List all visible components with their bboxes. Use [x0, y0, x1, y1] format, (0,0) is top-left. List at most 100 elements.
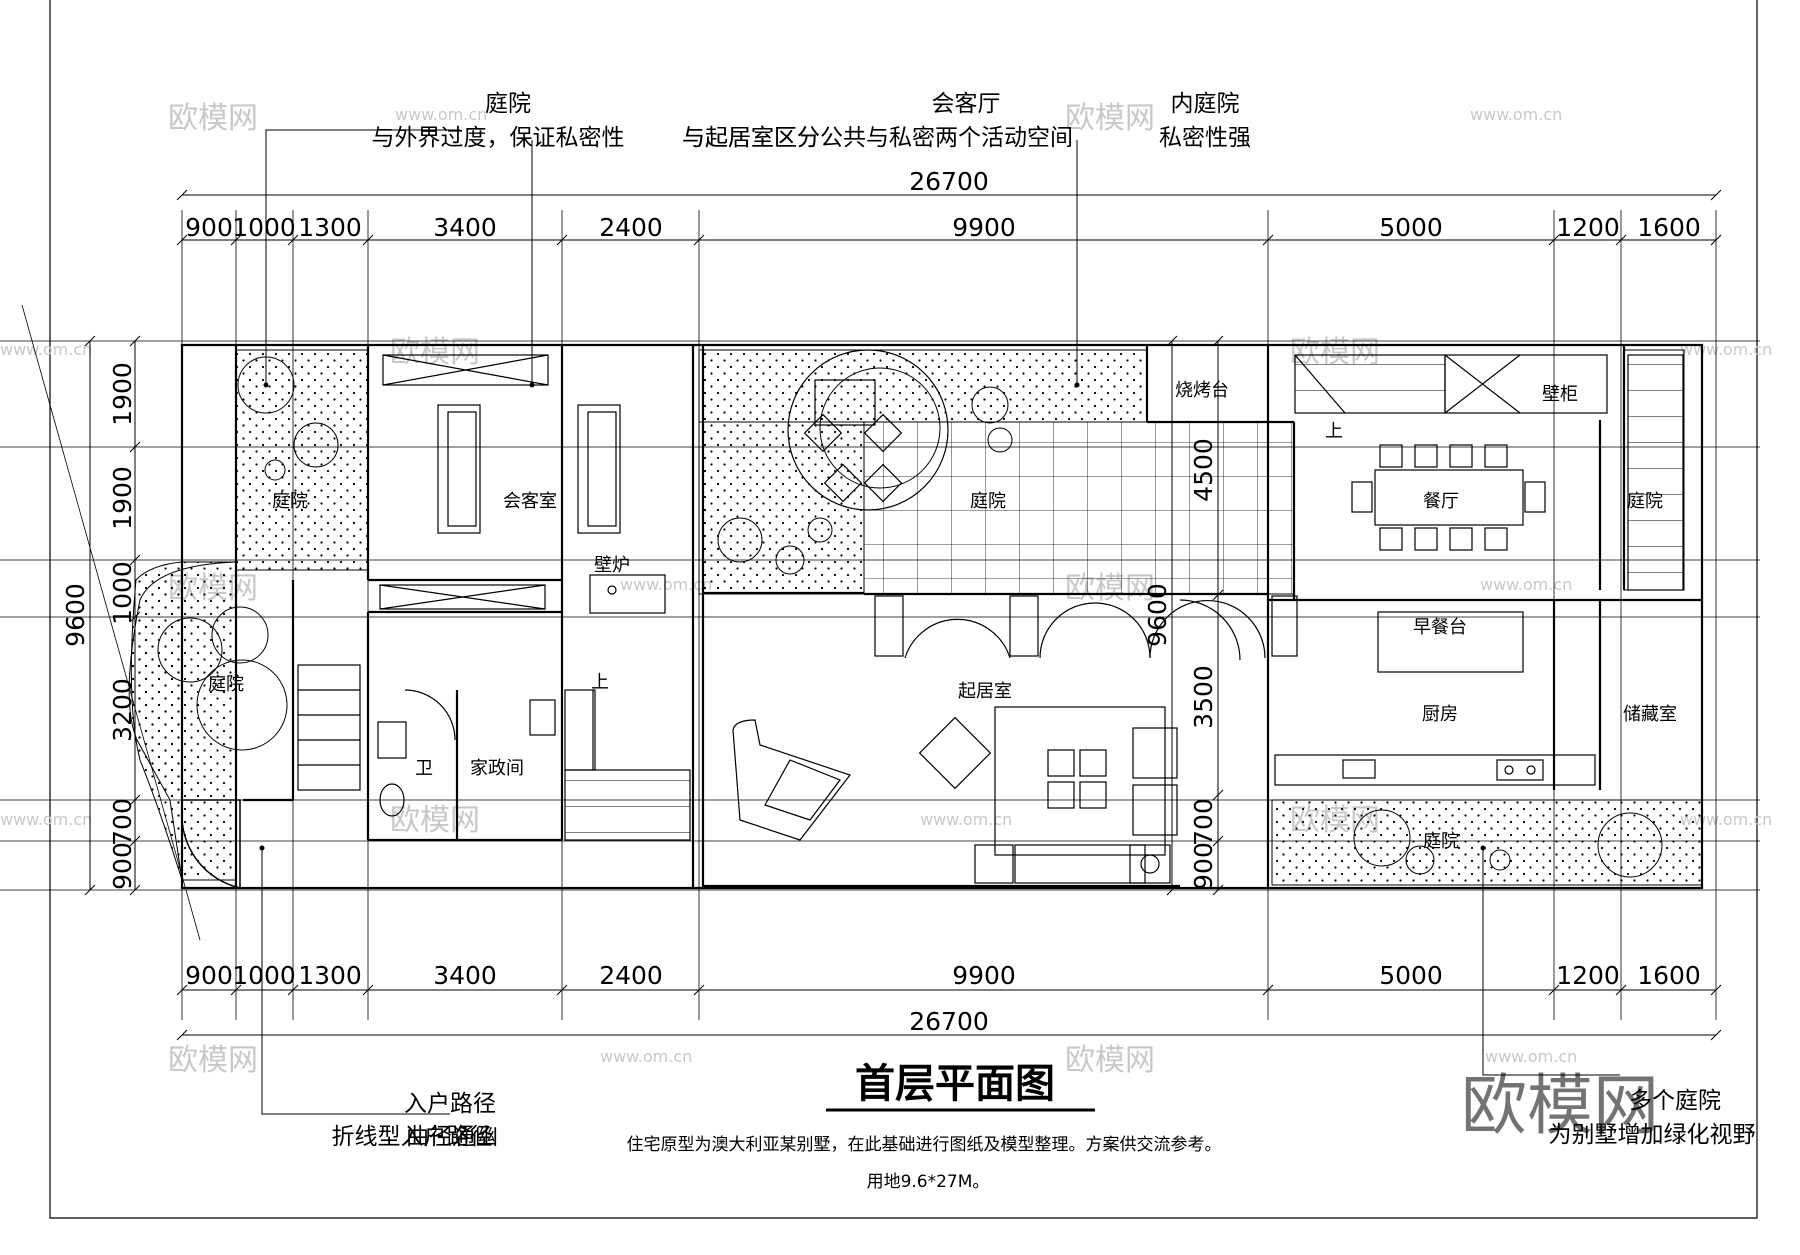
fireplace-block — [379, 574, 666, 614]
svg-text:1200: 1200 — [1556, 213, 1620, 242]
left-stair — [297, 664, 691, 841]
callout-multi-desc: 为别墅增加绿化视野 — [1549, 1122, 1756, 1148]
svg-text:1900: 1900 — [108, 466, 137, 530]
room-label-toilet: 卫 — [415, 758, 433, 779]
title-block: 首层平面图 住宅原型为澳大利亚某别墅，在此基础进行图纸及模型整理。方案供交流参考… — [627, 1061, 1222, 1192]
top-dimension-labels: 26700 900 1000 1300 3400 2400 9900 5000 … — [185, 167, 1701, 242]
callout-reception-title: 会客厅 — [932, 91, 1001, 117]
room-label-garden-right: 庭院 — [1627, 491, 1663, 512]
room-label-kitchen: 厨房 — [1422, 704, 1458, 725]
left-dimension-labels: 9600 1900 1900 1000 3200 700 900 — [61, 362, 137, 890]
room-label-breakfast: 早餐台 — [1413, 617, 1467, 638]
brand-watermark-logo: 欧模网 — [1461, 1067, 1659, 1144]
svg-text:www.om.cn: www.om.cn — [1680, 340, 1772, 359]
svg-text:欧模网: 欧模网 — [168, 1043, 258, 1078]
svg-text:1200: 1200 — [1556, 961, 1620, 990]
callout-entry-title: 入户路径 — [404, 1091, 496, 1117]
callout-entry-overlap: 曲径通幽 — [406, 1124, 498, 1150]
svg-text:www.om.cn: www.om.cn — [1485, 1047, 1577, 1066]
svg-text:2400: 2400 — [599, 961, 663, 990]
room-label-living: 起居室 — [958, 681, 1012, 702]
svg-text:700: 700 — [108, 798, 137, 846]
svg-text:900: 900 — [1189, 842, 1218, 890]
svg-text:www.om.cn: www.om.cn — [1480, 575, 1572, 594]
living-room-furniture — [732, 706, 1178, 884]
site-size: 用地9.6*27M。 — [867, 1172, 990, 1192]
svg-text:www.om.cn: www.om.cn — [1470, 105, 1562, 124]
svg-text:3500: 3500 — [1189, 665, 1218, 729]
svg-text:1000: 1000 — [108, 561, 137, 625]
svg-text:www.om.cn: www.om.cn — [0, 340, 92, 359]
right-stair — [1294, 354, 1684, 591]
svg-text:1900: 1900 — [108, 362, 137, 426]
room-label-garden-center: 庭院 — [970, 491, 1006, 512]
callout-annotations: 庭院 与外界过度，保证私密性 会客厅 与起居室区分公共与私密两个活动空间 与起居… — [332, 91, 1756, 1150]
svg-text:3400: 3400 — [433, 961, 497, 990]
reception-sofas — [382, 354, 621, 534]
page-title: 首层平面图 — [855, 1061, 1055, 1107]
room-labels: 庭院 会客室 壁炉 庭院 卫 家政间 上 庭院 烧烤台 起居室 壁柜 上 餐厅 … — [208, 380, 1677, 852]
room-label-garden-bottom-right: 庭院 — [1423, 831, 1459, 852]
room-label-housekeeping: 家政间 — [470, 758, 524, 779]
room-label-up-left: 上 — [591, 672, 609, 693]
svg-text:3400: 3400 — [433, 213, 497, 242]
svg-text:1600: 1600 — [1637, 213, 1701, 242]
axis-lines — [0, 210, 1760, 1020]
svg-text:1600: 1600 — [1637, 961, 1701, 990]
svg-text:5000: 5000 — [1379, 961, 1443, 990]
room-label-fireplace: 壁炉 — [594, 555, 630, 576]
bottom-dimension-labels: 900 1000 1300 3400 2400 9900 5000 1200 1… — [185, 961, 1701, 1036]
bathroom-fixtures — [377, 689, 556, 817]
drawing-description: 住宅原型为澳大利亚某别墅，在此基础进行图纸及模型整理。方案供交流参考。 — [627, 1135, 1222, 1155]
callout-multi-title: 多个庭院 — [1629, 1088, 1721, 1114]
callout-garden-desc: 与外界过度，保证私密性 — [372, 125, 625, 151]
courtyard-dining-set — [787, 349, 949, 511]
svg-text:900: 900 — [185, 213, 233, 242]
walls — [180, 343, 1704, 890]
svg-text:1000: 1000 — [232, 961, 296, 990]
kitchen-fixtures — [1274, 611, 1596, 786]
svg-text:欧模网: 欧模网 — [1065, 1043, 1155, 1078]
svg-text:5000: 5000 — [1379, 213, 1443, 242]
garden-trees — [157, 356, 1663, 878]
courtyard-doors — [874, 595, 1298, 661]
bottom-dimensions — [176, 984, 1722, 1041]
room-label-garden-lower-left: 庭院 — [208, 674, 244, 695]
svg-text:900: 900 — [108, 842, 137, 890]
svg-text:1300: 1300 — [298, 213, 362, 242]
room-label-up-right: 上 — [1325, 421, 1343, 442]
callout-reception-desc: 与起居室区分公共与私密两个活动空间 — [682, 125, 1073, 151]
svg-text:www.om.cn: www.om.cn — [0, 810, 92, 829]
svg-text:欧模网: 欧模网 — [1065, 101, 1155, 136]
svg-text:900: 900 — [185, 961, 233, 990]
svg-text:欧模网: 欧模网 — [390, 803, 480, 838]
svg-text:2400: 2400 — [599, 213, 663, 242]
total-depth-label: 9600 — [61, 583, 90, 647]
svg-text:www.om.cn: www.om.cn — [920, 810, 1012, 829]
room-label-bbq: 烧烤台 — [1175, 380, 1229, 401]
room-label-cabinet: 壁柜 — [1542, 384, 1578, 405]
entry-door — [181, 799, 241, 889]
svg-text:1000: 1000 — [232, 213, 296, 242]
callout-entry-desc: 折线型入户路径 — [332, 1124, 493, 1150]
total-width-label: 26700 — [909, 167, 989, 196]
svg-text:www.om.cn: www.om.cn — [620, 575, 712, 594]
svg-text:欧模网: 欧模网 — [168, 101, 258, 136]
callout-reception-overlap: 与起居室区分 — [682, 125, 820, 151]
svg-text:9900: 9900 — [952, 961, 1016, 990]
callout-garden-title: 庭院 — [485, 91, 531, 117]
courtyard-tiles — [863, 421, 1295, 595]
callout-leaders — [259, 129, 1620, 1115]
dining-set — [1351, 444, 1546, 551]
room-label-reception: 会客室 — [503, 491, 557, 512]
callout-inner-desc: 私密性强 — [1159, 125, 1251, 151]
room-label-storage: 储藏室 — [1623, 704, 1677, 725]
room-label-dining: 餐厅 — [1423, 491, 1459, 512]
svg-text:9900: 9900 — [952, 213, 1016, 242]
svg-text:www.om.cn: www.om.cn — [395, 105, 487, 124]
svg-text:1300: 1300 — [298, 961, 362, 990]
total-width-label-bottom: 26700 — [909, 1007, 989, 1036]
top-dimensions — [176, 189, 1722, 246]
room-label-garden-left: 庭院 — [272, 491, 308, 512]
